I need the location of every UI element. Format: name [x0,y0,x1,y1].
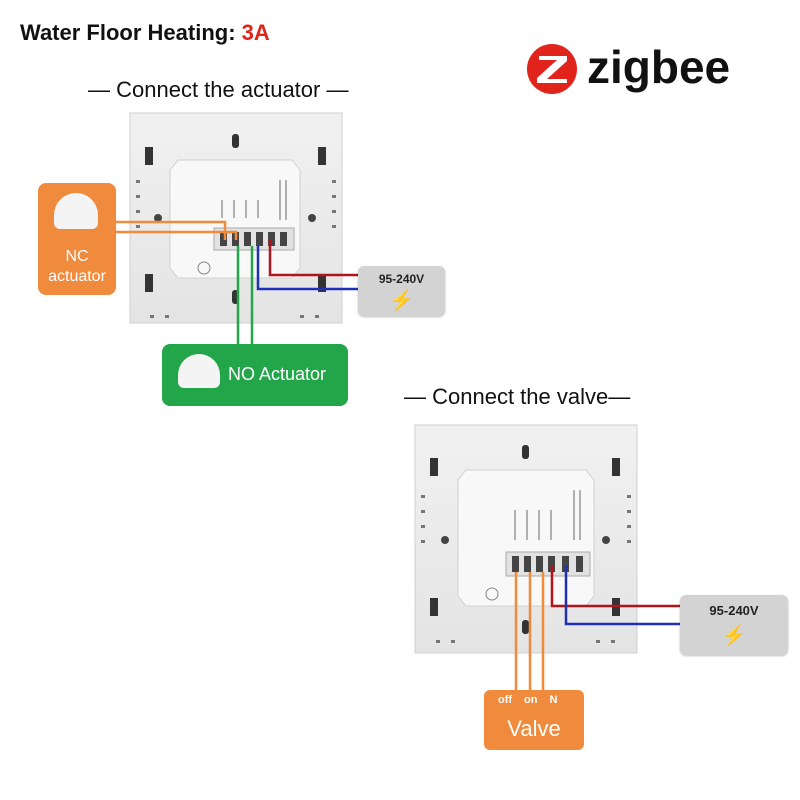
wires-2 [514,566,682,700]
thermostat-back-1 [129,112,343,324]
nc-label-line1: NC [65,248,89,265]
voltage-label: 95-240V [709,603,759,618]
lightning-bolt-icon: ⚡ [721,625,747,647]
actuator-device-icon [54,193,98,229]
zigbee-mark-icon [527,44,577,94]
nc-label-line2: actuator [48,268,106,285]
valve-wire-labels: off on N [498,694,578,706]
valve-caption: — Connect the valve— [404,384,631,409]
no-actuator-box: NO Actuator [162,344,348,406]
thermostat-back-2 [414,424,638,654]
zigbee-logo: zigbee [525,41,755,98]
valve-box: off on N Valve [484,690,584,750]
wire-label-n: N [549,694,558,706]
voltage-label: 95-240V [378,272,425,286]
actuator-caption: — Connect the actuator — [88,77,349,102]
zigbee-wordmark: zigbee [587,41,731,93]
power-supply-1: 95-240V ⚡ [358,266,445,316]
wires-1 [110,220,360,345]
lightning-bolt-icon: ⚡ [389,290,414,312]
no-actuator-label: NO Actuator [228,364,327,384]
nc-actuator-box: NC actuator [38,183,116,295]
wire-label-on: on [524,694,538,706]
wire-label-off: off [498,694,513,706]
title-text: Water Floor Heating: [20,20,236,45]
title-accent: 3A [241,20,270,45]
valve-label: Valve [507,716,561,741]
page-title: Water Floor Heating: 3A [20,20,270,46]
actuator-device-icon [178,354,220,388]
power-supply-2: 95-240V ⚡ [680,595,788,655]
